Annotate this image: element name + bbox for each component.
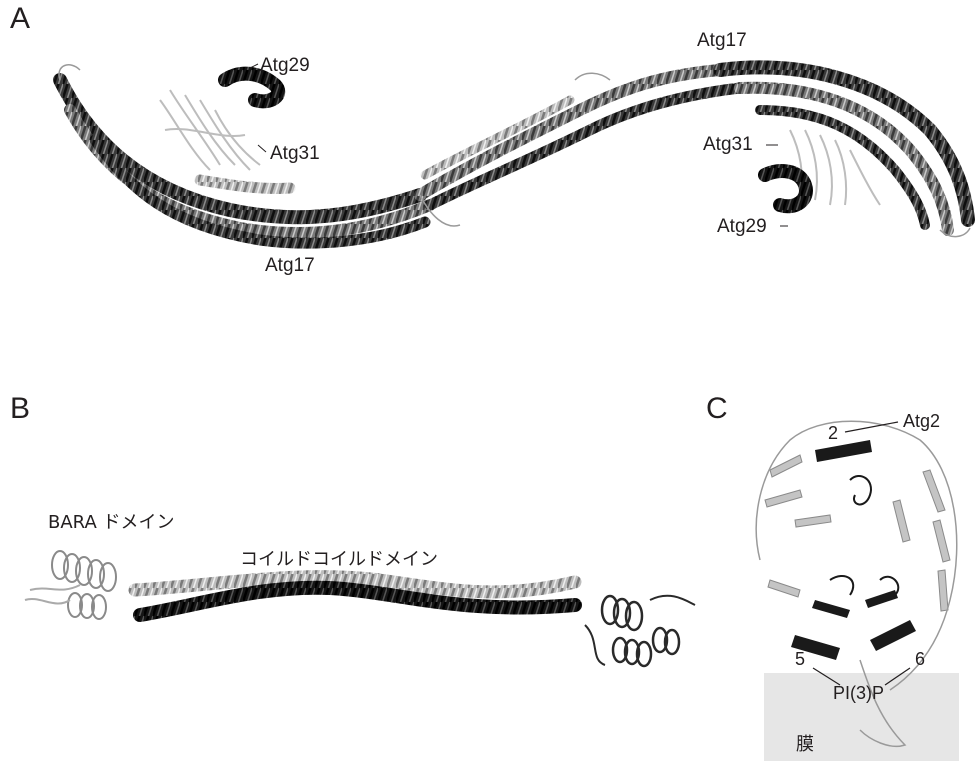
label-coiled-coil-domain: コイルドコイルドメイン — [240, 545, 438, 571]
label-atg31-left: Atg31 — [270, 143, 320, 165]
label-atg17-top: Atg17 — [697, 30, 747, 52]
label-strand-6: 6 — [915, 649, 925, 670]
strand-2 — [815, 440, 872, 462]
label-pi3p: PI(3)P — [833, 683, 884, 704]
label-strand-2: 2 — [828, 423, 838, 444]
label-strand-5: 5 — [795, 649, 805, 670]
label-atg17-bottom: Atg17 — [265, 255, 315, 277]
label-membrane: 膜 — [796, 730, 814, 756]
label-atg31-right: Atg31 — [703, 134, 753, 156]
label-bara-domain: BARA ドメイン — [48, 508, 174, 534]
label-atg29-left: Atg29 — [260, 55, 310, 77]
label-atg2: Atg2 — [903, 411, 940, 432]
label-atg29-right: Atg29 — [717, 216, 767, 238]
panel-a-structure — [59, 65, 970, 243]
